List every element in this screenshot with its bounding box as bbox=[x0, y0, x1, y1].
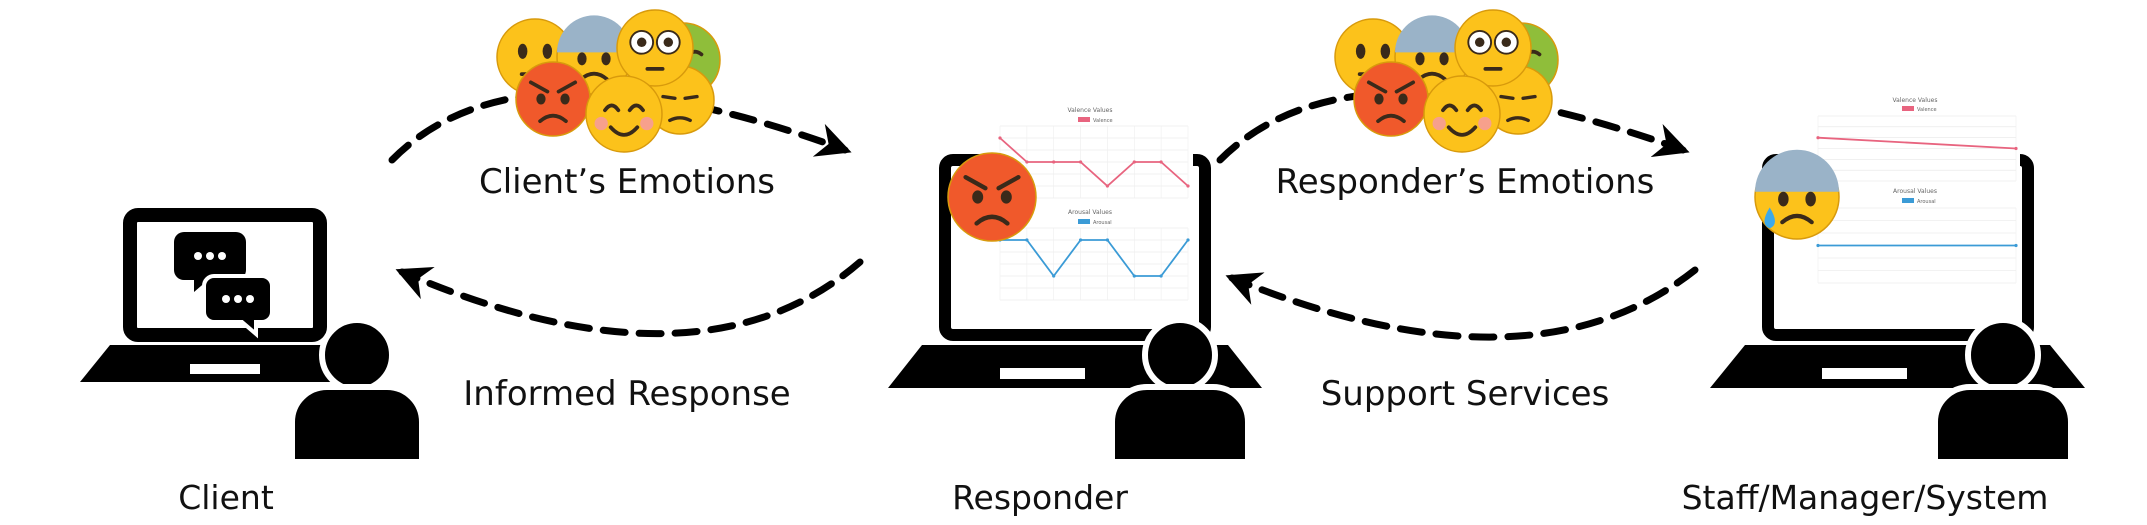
chat-bubbles-icon bbox=[174, 232, 274, 339]
chart-point bbox=[1186, 238, 1190, 242]
client-emotions-cluster bbox=[496, 9, 721, 153]
chart-point bbox=[2014, 146, 2018, 151]
responder-label: Responder bbox=[952, 478, 1128, 517]
chart-point bbox=[2014, 243, 2018, 248]
chart-series-line bbox=[1817, 136, 2017, 150]
chart-title: Valence Values bbox=[1893, 97, 1938, 104]
chart-point bbox=[1025, 238, 1029, 242]
client-emotions-label: Client’s Emotions bbox=[478, 162, 776, 202]
chart-point bbox=[1079, 238, 1083, 242]
chart-point bbox=[1025, 160, 1029, 164]
staff-arousal-chart bbox=[1816, 207, 2018, 284]
chart-title: Arousal Values bbox=[1068, 209, 1112, 216]
chart-legend: Valence bbox=[1917, 107, 1937, 113]
flushed-emoji-icon bbox=[616, 9, 694, 87]
staff-label: Staff/Manager/System bbox=[1681, 478, 2049, 517]
chart-point bbox=[998, 136, 1002, 140]
chart-point bbox=[1052, 274, 1056, 278]
responder-emotions-label: Responder’s Emotions bbox=[1275, 162, 1655, 202]
responder-person-icon bbox=[1109, 317, 1251, 465]
arrow-staff-to-responder bbox=[1225, 266, 1699, 341]
chart-point bbox=[1105, 238, 1109, 242]
responder-arousal-chart bbox=[998, 227, 1190, 301]
chart-legend: Arousal bbox=[1093, 220, 1112, 226]
angry-emoji-icon bbox=[947, 152, 1037, 242]
client-label: Client bbox=[178, 478, 274, 517]
chart-point bbox=[1052, 160, 1056, 164]
chart-point bbox=[1159, 274, 1163, 278]
chart-series-line bbox=[1000, 239, 1189, 278]
chart-point bbox=[1079, 160, 1083, 164]
chart-point bbox=[1132, 160, 1136, 164]
client-laptop-icon bbox=[80, 208, 370, 382]
happy-emoji-icon bbox=[585, 75, 663, 153]
staff-valence-chart bbox=[1816, 115, 2018, 182]
chart-point bbox=[1816, 243, 1820, 248]
chart-point bbox=[1186, 184, 1190, 188]
chart-point bbox=[1816, 136, 1820, 140]
staff-chart-panel: Valence Values Valence Arousal Values Ar… bbox=[1808, 92, 2020, 292]
staff-person-icon bbox=[1932, 317, 2074, 465]
chart-title: Valence Values bbox=[1068, 107, 1113, 114]
support-services-label: Support Services bbox=[1320, 374, 1610, 414]
chart-title: Arousal Values bbox=[1893, 188, 1937, 195]
chart-point bbox=[1105, 184, 1109, 188]
angry-emoji-icon bbox=[1353, 61, 1429, 137]
happy-emoji-icon bbox=[1423, 75, 1501, 153]
chart-legend: Arousal bbox=[1917, 199, 1936, 205]
chart-point bbox=[1159, 160, 1163, 164]
arrow-responder-to-client bbox=[395, 258, 864, 338]
chart-series-line bbox=[999, 137, 1189, 188]
client-person-icon bbox=[289, 317, 425, 465]
single-emotions bbox=[947, 149, 1840, 242]
informed-response-label: Informed Response bbox=[463, 374, 791, 414]
chart-legend: Valence bbox=[1093, 118, 1113, 124]
anxious-emoji-icon bbox=[1754, 149, 1840, 240]
chart-point bbox=[1132, 274, 1136, 278]
angry-emoji-icon bbox=[515, 61, 591, 137]
flushed-emoji-icon bbox=[1454, 9, 1532, 87]
responder-emotions-cluster bbox=[1334, 9, 1559, 153]
